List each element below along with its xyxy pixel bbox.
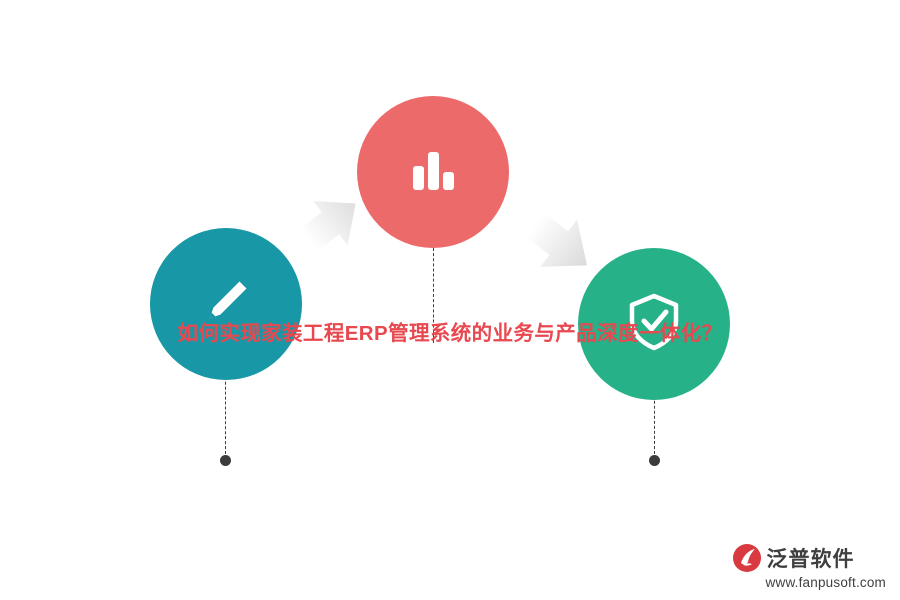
page-title: 如何实现家装工程ERP管理系统的业务与产品深度一体化？: [177, 322, 723, 345]
fanpu-logo-icon: [732, 543, 762, 573]
node-left[interactable]: [150, 228, 302, 380]
bar-chart-icon: [401, 138, 465, 207]
watermark: 泛普软件 www.fanpusoft.com: [732, 543, 886, 590]
arrow-chevron-icon: [281, 171, 382, 272]
node-right[interactable]: [578, 248, 730, 400]
brand-name: 泛普软件: [766, 548, 855, 571]
arrow-chevron-icon: [506, 190, 615, 299]
leader-line-center: [433, 248, 434, 343]
node-center[interactable]: [357, 96, 509, 248]
leader-dot-left: [220, 455, 231, 466]
brand-url: www.fanpusoft.com: [765, 575, 886, 590]
shield-check-icon: [619, 287, 689, 362]
leader-dot-right: [649, 455, 660, 466]
pencil-icon: [195, 271, 257, 338]
